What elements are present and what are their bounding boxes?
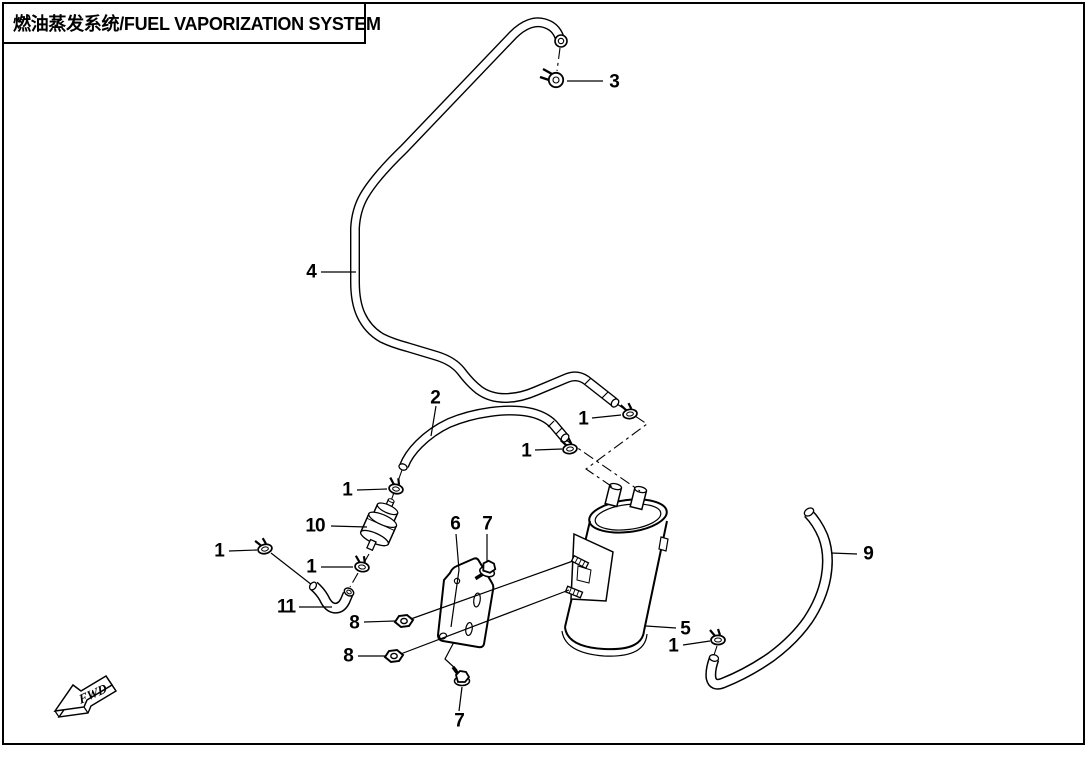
- purge-valve-10: [359, 498, 399, 552]
- centerline-valve-bottom: [349, 553, 370, 588]
- leader-lines: [228, 80, 858, 712]
- nut-8-upper: [393, 613, 415, 629]
- page-title: 燃油蒸发系统/FUEL VAPORIZATION SYSTEM: [13, 14, 381, 34]
- canister-5: [561, 482, 669, 657]
- canister-side-tab: [658, 536, 669, 552]
- callout-8-a: 8: [349, 612, 360, 634]
- callout-7-b: 7: [454, 710, 465, 732]
- clamp-3: [539, 67, 565, 89]
- canister-port-left: [604, 482, 623, 508]
- centerline-clamp-hose9: [713, 645, 718, 656]
- callout-8-b: 8: [343, 645, 354, 667]
- callout-7-a: 7: [482, 513, 493, 535]
- clamp-1-hose4: [619, 401, 639, 421]
- callout-1-c: 1: [342, 479, 353, 501]
- centerline-hose4-port: [585, 403, 648, 489]
- centerline-clamp-3: [556, 47, 561, 72]
- callout-4: 4: [306, 261, 317, 283]
- callout-10: 10: [305, 515, 325, 537]
- callout-2: 2: [430, 387, 441, 409]
- page-border: [2, 2, 1085, 745]
- clamp-1-elbow: [253, 535, 274, 557]
- title-box: 燃油蒸发系统/FUEL VAPORIZATION SYSTEM: [2, 2, 381, 44]
- callout-5: 5: [680, 618, 691, 640]
- callout-11: 11: [276, 596, 296, 618]
- bolt-position-line: [444, 641, 458, 671]
- canister-mount-plate: [570, 532, 614, 602]
- hose-9: [705, 507, 833, 690]
- canister-port-right: [629, 485, 648, 511]
- hose-2: [398, 405, 570, 471]
- fwd-arrow: FWD: [53, 674, 117, 718]
- callout-3: 3: [609, 71, 620, 93]
- clamp-1-valve-top: [386, 475, 407, 497]
- centerline-hose2-port: [565, 439, 641, 492]
- canister-stud-lower: [564, 585, 584, 599]
- clamp-elbow-link-line: [270, 552, 313, 586]
- callout-9: 9: [863, 543, 874, 565]
- stud-line-lower: [397, 589, 570, 656]
- bolt-7-bottom: [451, 665, 471, 687]
- callout-1-b: 1: [521, 440, 532, 462]
- bolt-7-top: [474, 559, 497, 581]
- callout-1-d: 1: [214, 540, 225, 562]
- hose-4: [350, 17, 620, 408]
- canister-stud-upper: [570, 554, 590, 570]
- clamp-1-valve-bottom: [352, 553, 372, 574]
- callout-1-a: 1: [578, 408, 589, 430]
- callout-6: 6: [450, 513, 461, 535]
- elbow-hose-11: [308, 581, 355, 614]
- clamp-1-hose9: [708, 627, 727, 646]
- stud-line-upper: [407, 560, 574, 621]
- callout-1-e: 1: [306, 556, 317, 578]
- callout-1-f: 1: [668, 635, 679, 657]
- nut-8-lower: [383, 648, 405, 664]
